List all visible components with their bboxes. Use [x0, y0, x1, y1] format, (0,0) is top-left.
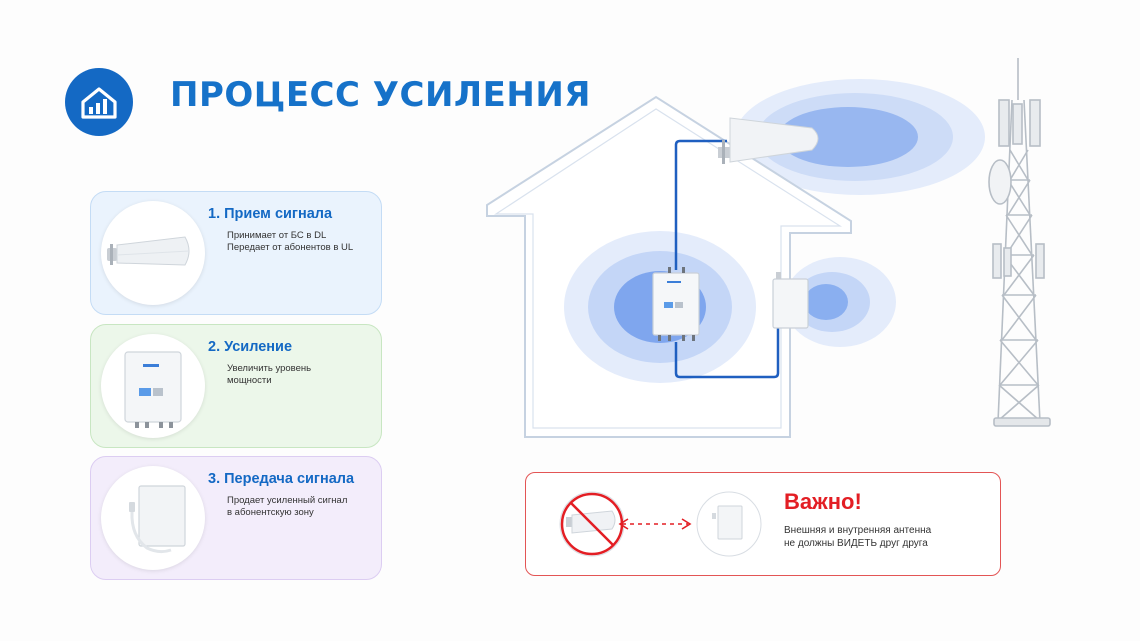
indoor-panel-icon — [696, 491, 762, 557]
step-description-line: Передает от абонентов в UL — [227, 242, 354, 253]
step-description: Продает усиленный сигнал в абонентскую з… — [227, 495, 377, 519]
indoor-antenna-icon — [772, 272, 809, 329]
warning-illustration — [559, 491, 762, 557]
step-title: 1. Прием сигнала — [208, 206, 333, 222]
repeater-icon — [652, 267, 700, 341]
house-chart-icon — [65, 68, 133, 136]
step-description-line: Продает усиленный сигнал — [227, 495, 348, 506]
cell-tower-icon — [988, 58, 1051, 427]
step-card-transmit: 3. Передача сигнала Продает усиленный си… — [90, 456, 382, 580]
step-card-receive: 1. Прием сигнала Принимает от БС в DL Пе… — [90, 191, 382, 315]
step-card-amplify: 2. Усиление Увеличить уровень мощности — [90, 324, 382, 448]
step-description-line: в абонентскую зону — [227, 507, 314, 518]
outdoor-antenna-icon — [718, 117, 819, 164]
coaxial-cable — [674, 139, 780, 379]
step-title: 3. Передача сигнала — [208, 471, 355, 487]
step-description: Принимает от БС в DL Передает от абонент… — [227, 230, 377, 254]
page-title: ПРОЦЕСС УСИЛЕНИЯ — [170, 75, 591, 115]
warning-title: Важно! — [784, 489, 862, 514]
warning-description-line: Внешняя и внутренняя антенна — [784, 525, 932, 536]
indoor-panel-antenna-icon — [101, 466, 205, 570]
step-description-line: Принимает от БС в DL — [227, 230, 327, 241]
warning-description-line: не должны ВИДЕТЬ друг друга — [784, 538, 928, 549]
step-description-line: Увеличить уровень — [227, 363, 312, 374]
indoor-signal-waves — [784, 257, 896, 347]
step-title: 2. Усиление — [208, 339, 293, 355]
crossed-antenna-icon — [559, 491, 625, 557]
repeater-amplifier-icon — [101, 334, 205, 438]
step-description-line: мощности — [227, 375, 272, 386]
step-description: Увеличить уровень мощности — [227, 363, 377, 387]
outdoor-yagi-antenna-icon — [101, 201, 205, 305]
outdoor-signal-waves — [735, 79, 985, 195]
dashed-arrow-icon — [618, 518, 692, 530]
warning-description: Внешняя и внутренняя антенна не должны В… — [784, 524, 994, 550]
warning-box: Важно! Внешняя и внутренняя антенна не д… — [525, 472, 1001, 576]
